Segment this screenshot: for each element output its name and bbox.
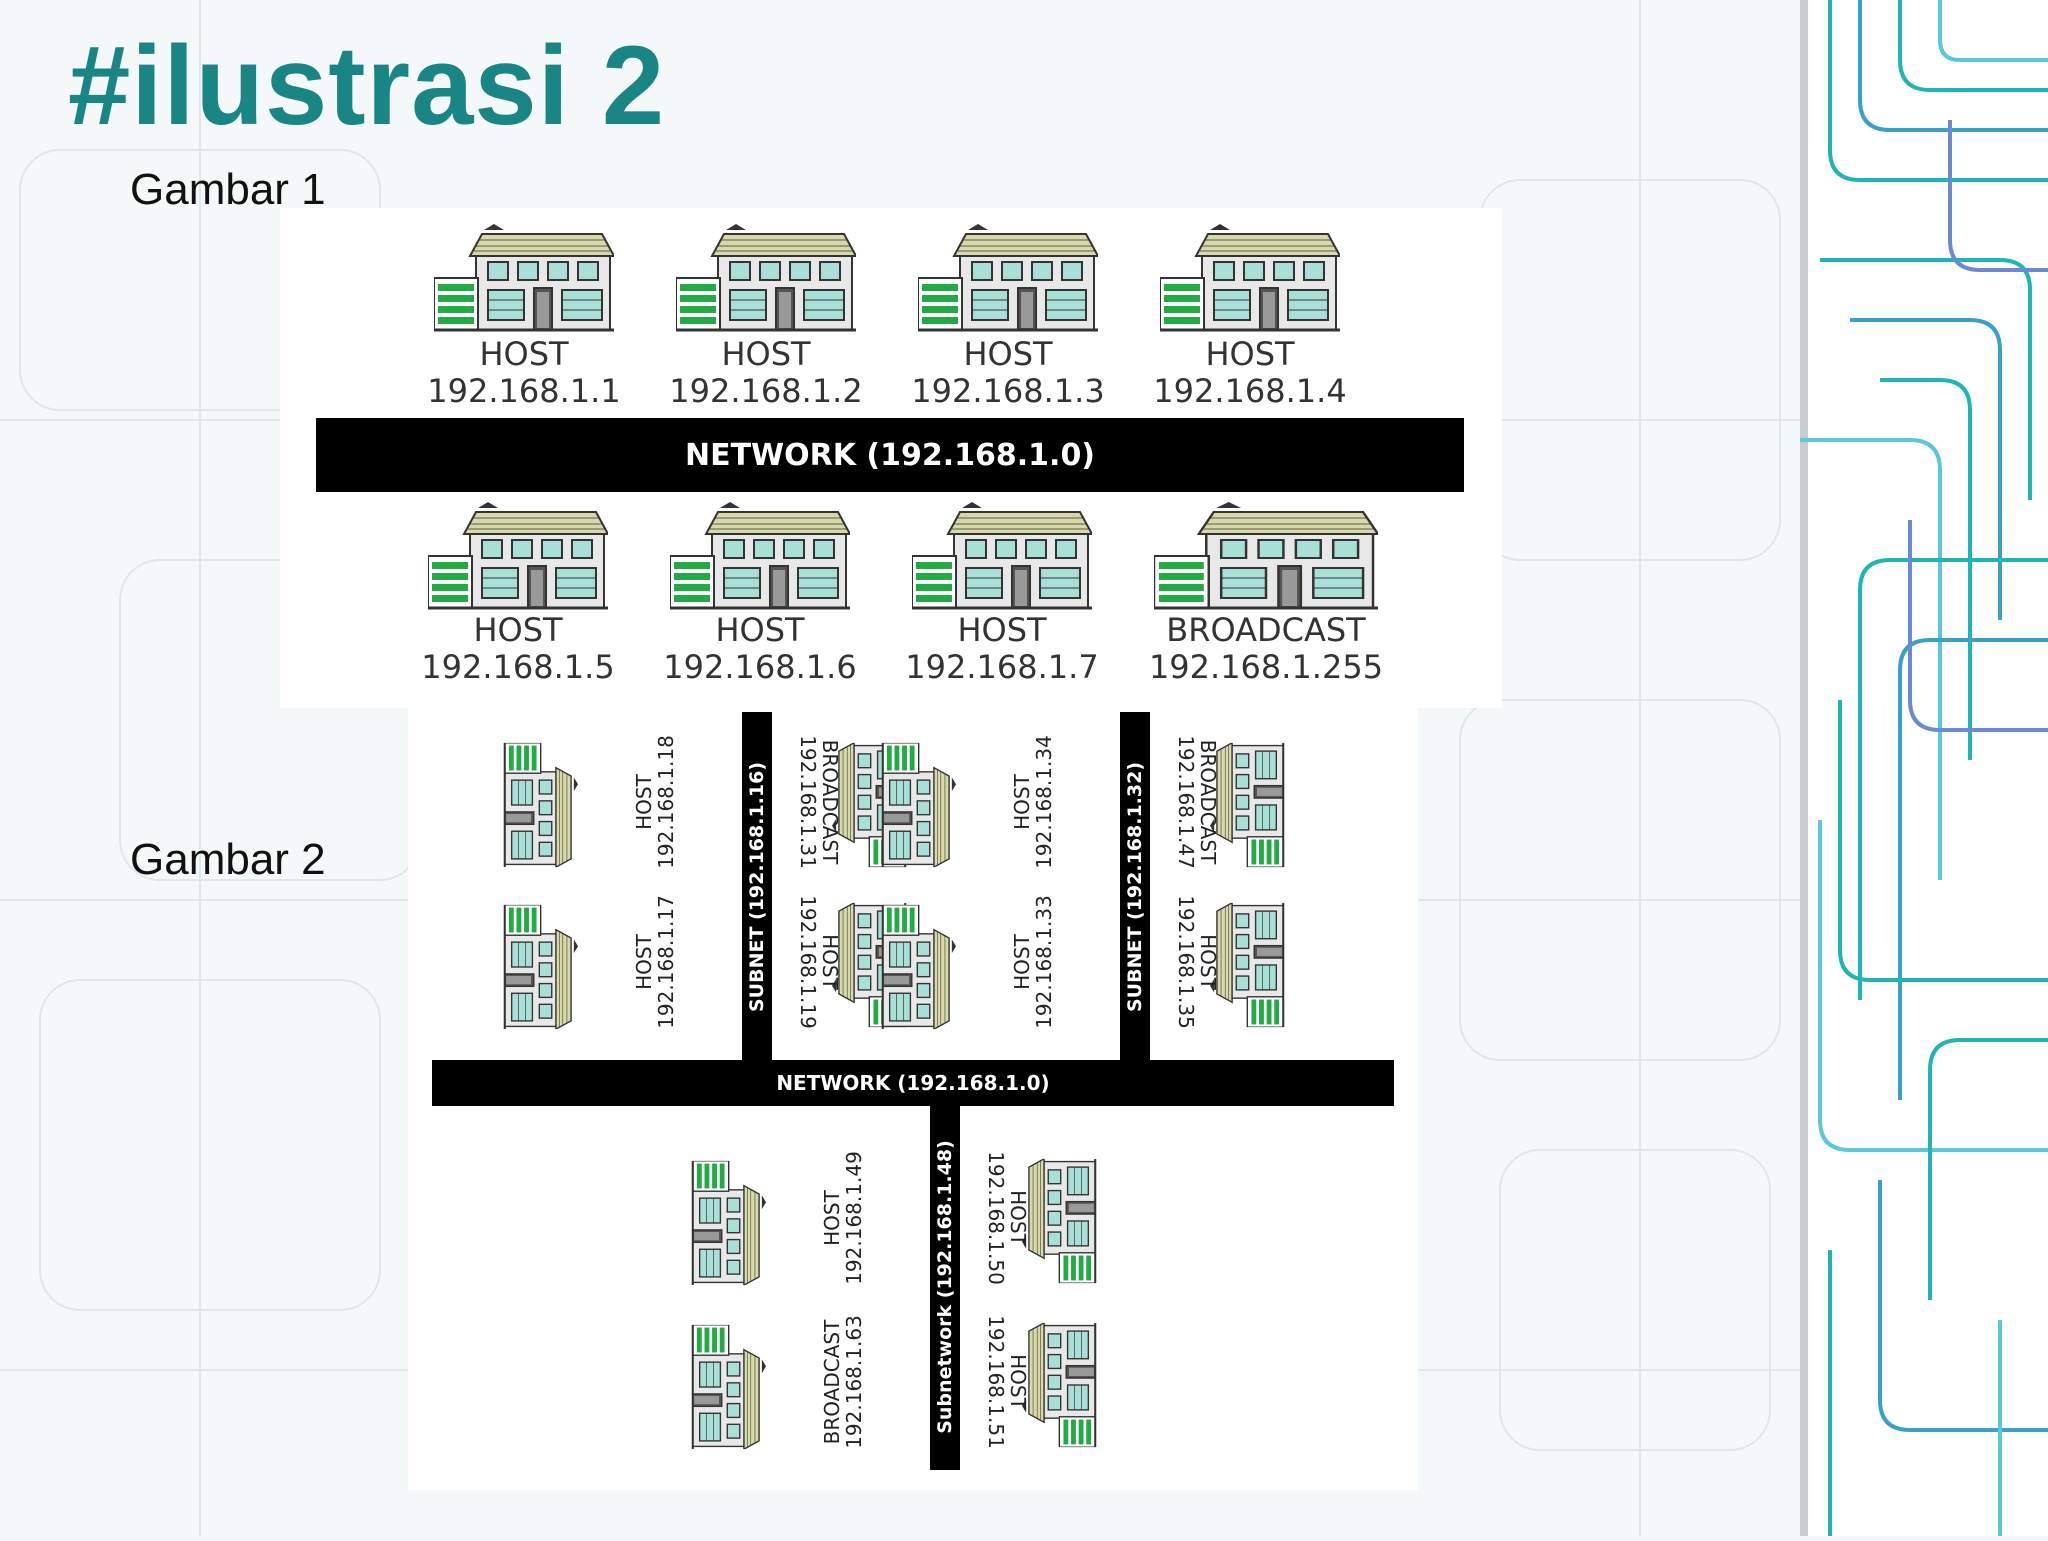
pipe-pattern-graphic [1800, 0, 2048, 1536]
house-icon [918, 224, 1098, 334]
house-icon [1210, 730, 1286, 880]
slide-title: #ilustrasi 2 [68, 23, 666, 148]
house-icon [676, 224, 856, 334]
house-icon [912, 502, 1092, 612]
subnet-label: SUBNET (192.168.1.32) [1124, 761, 1146, 1013]
house-icon [880, 730, 956, 880]
caption-gambar-1: Gambar 1 [130, 165, 326, 214]
house-icon [690, 1148, 766, 1298]
house-icon [880, 892, 956, 1042]
house-icon [1210, 890, 1286, 1040]
house-icon [502, 730, 578, 880]
house-icon [434, 224, 614, 334]
subnet-bar: SUBNET (192.168.1.32) [1120, 712, 1150, 1062]
house-icon [1022, 1310, 1098, 1460]
house-icon [690, 1312, 766, 1462]
house-icon [502, 892, 578, 1042]
subnet-label: Subnetwork (192.168.1.48) [934, 1140, 956, 1434]
house-icon [428, 502, 608, 612]
house-icon [1160, 224, 1340, 334]
house-icon [670, 502, 850, 612]
decorative-side-panel [1800, 0, 2048, 1536]
network-bar: NETWORK (192.168.1.0) [316, 418, 1464, 492]
subnet-bar: Subnetwork (192.168.1.48) [930, 1104, 960, 1470]
caption-gambar-2: Gambar 2 [130, 835, 326, 884]
house-icon [1154, 502, 1378, 612]
subnet-label: SUBNET (192.168.1.16) [746, 761, 768, 1013]
house-icon [1022, 1146, 1098, 1296]
subnet-bar: SUBNET (192.168.1.16) [742, 712, 772, 1062]
network-bar: NETWORK (192.168.1.0) [432, 1060, 1394, 1106]
figure-2-subnet-diagram: NETWORK (192.168.1.0) SUBNET (192.168.1.… [408, 700, 1418, 1490]
